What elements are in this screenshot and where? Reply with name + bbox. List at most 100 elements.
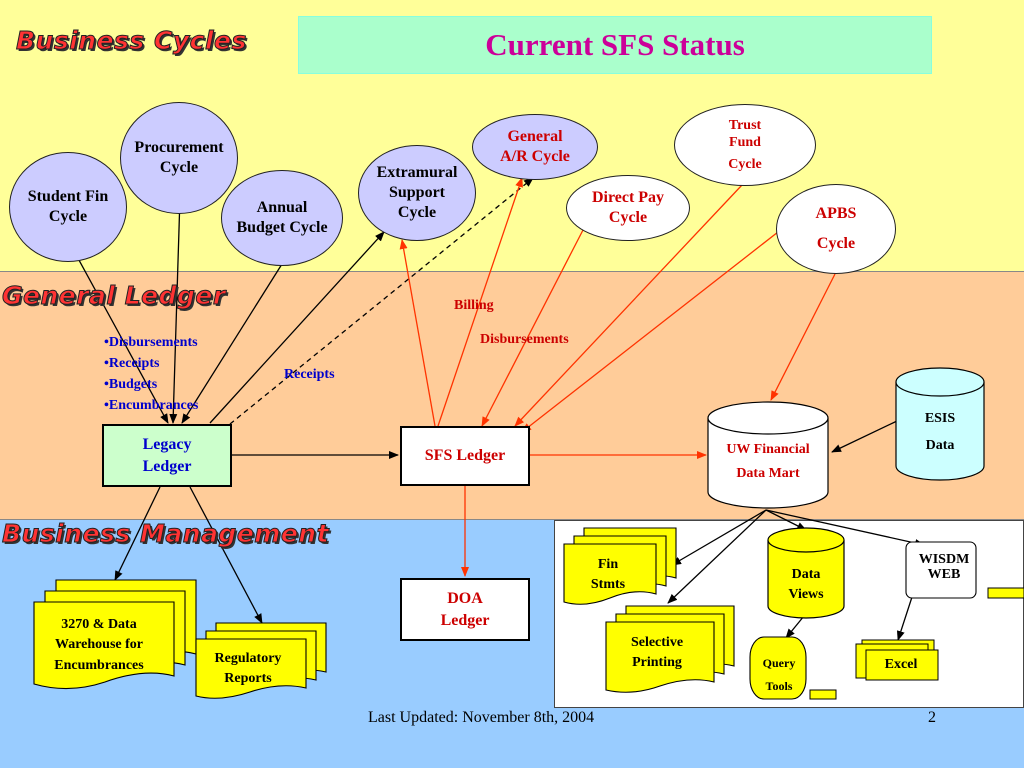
procurement-line2: Cycle bbox=[159, 159, 199, 176]
student-fin-cycle[interactable]: Student Fin Cycle bbox=[9, 152, 127, 262]
warehouse-line2: Warehouse for bbox=[54, 637, 143, 653]
esis-cylinder bbox=[895, 367, 985, 481]
student-fin-line2: Cycle bbox=[48, 208, 88, 225]
arrow-dataviews-to-query bbox=[785, 615, 805, 639]
excel-stack bbox=[855, 639, 939, 681]
direct-pay-line1: Direct Pay bbox=[591, 189, 665, 206]
data-views-label[interactable]: Data Views bbox=[768, 565, 844, 604]
general-ar-line1: General bbox=[507, 128, 563, 145]
band-title-business-cycles: Business Cycles bbox=[16, 26, 247, 56]
query-tools-label[interactable]: Query Tools bbox=[750, 652, 808, 698]
regulatory-label[interactable]: Regulatory Reports bbox=[196, 649, 300, 688]
apbs-cycle[interactable]: APBS Cycle bbox=[776, 184, 896, 274]
arrow-sfs-to-general-ar bbox=[437, 177, 523, 427]
selective-line2: Printing bbox=[632, 654, 682, 670]
arrow-mart-to-finstmts bbox=[671, 509, 767, 566]
band-title-business-management: Business Management bbox=[1, 519, 330, 549]
general-ar-cycle[interactable]: General A/R Cycle bbox=[472, 114, 598, 180]
fin-stmts-label[interactable]: Fin Stmts bbox=[564, 555, 652, 594]
annual-budget-line2: Budget Cycle bbox=[236, 219, 328, 236]
small-yellow-box-1 bbox=[809, 689, 837, 700]
esis-label[interactable]: ESIS Data bbox=[896, 406, 984, 459]
gl-list-item: •Disbursements bbox=[104, 335, 198, 350]
annual-budget-cycle[interactable]: Annual Budget Cycle bbox=[221, 170, 343, 266]
band-title-general-ledger: General Ledger bbox=[2, 281, 226, 311]
direct-pay-cycle[interactable]: Direct Pay Cycle bbox=[566, 175, 690, 241]
data-views-line2: Views bbox=[788, 586, 824, 602]
apbs-line1: APBS bbox=[815, 205, 857, 222]
page-title-box: Current SFS Status bbox=[298, 16, 932, 74]
trust-fund-line2: Fund bbox=[729, 135, 761, 151]
procurement-cycle[interactable]: Procurement Cycle bbox=[120, 102, 238, 214]
warehouse-line3: Encumbrances bbox=[54, 657, 144, 673]
uw-mart-label[interactable]: UW Financial Data Mart bbox=[708, 438, 828, 486]
arrow-legacy-to-regulatory bbox=[189, 486, 263, 624]
finstmts-doc-stack bbox=[563, 527, 677, 605]
arrow-legacy-to-general-ar bbox=[229, 177, 534, 425]
regulatory-line1: Regulatory bbox=[214, 651, 282, 666]
gl-list: •Disbursements •Receipts •Budgets •Encum… bbox=[104, 332, 198, 416]
gl-list-item: •Budgets bbox=[104, 377, 158, 392]
trust-fund-line3: Cycle bbox=[728, 156, 762, 172]
arrow-directpay-to-sfs bbox=[481, 229, 584, 427]
excel-label[interactable]: Excel bbox=[884, 657, 918, 672]
doa-ledger-line2: Ledger bbox=[440, 611, 490, 629]
sfs-ledger[interactable]: SFS Ledger bbox=[400, 426, 530, 486]
wisdm-box bbox=[905, 541, 977, 599]
receipts-label: Receipts bbox=[284, 367, 335, 382]
arrow-trustfund-to-sfs bbox=[514, 184, 743, 427]
arrow-procurement-to-legacy bbox=[169, 196, 181, 424]
wisdm-web-label[interactable]: WISDM WEB bbox=[906, 552, 982, 583]
selective-doc-stack bbox=[605, 605, 735, 693]
doa-ledger[interactable]: DOA Ledger bbox=[400, 578, 530, 641]
student-fin-line1: Student Fin bbox=[27, 188, 109, 205]
warehouse-line1: 3270 & Data bbox=[61, 617, 137, 632]
disbursements-label: Disbursements bbox=[480, 332, 569, 347]
wisdm-line2: WEB bbox=[927, 567, 961, 583]
extramural-line3: Cycle bbox=[397, 204, 437, 221]
arrow-esis-to-mart bbox=[831, 420, 898, 453]
arrow-mart-to-wisdm bbox=[765, 509, 925, 547]
wisdm-line1: WISDM bbox=[918, 552, 970, 567]
trust-fund-line1: Trust bbox=[728, 117, 762, 133]
uw-mart-cylinder bbox=[707, 401, 829, 509]
query-tools-box bbox=[749, 636, 807, 700]
procurement-line1: Procurement bbox=[134, 139, 224, 156]
fin-stmts-line2: Stmts bbox=[590, 576, 626, 592]
data-views-cylinder bbox=[767, 527, 845, 619]
uw-mart-line1: UW Financial bbox=[726, 442, 810, 457]
arrow-sfs-to-extramural bbox=[399, 239, 436, 427]
direct-pay-line2: Cycle bbox=[608, 209, 648, 226]
data-views-line1: Data bbox=[791, 567, 821, 582]
page-title: Current SFS Status bbox=[485, 27, 745, 62]
uw-mart-line2: Data Mart bbox=[736, 465, 800, 481]
arrow-apbs-to-sfs bbox=[521, 231, 779, 433]
arrow-mart-to-dataviews bbox=[765, 509, 807, 531]
extramural-line1: Extramural bbox=[376, 164, 458, 181]
fin-stmts-line1: Fin bbox=[597, 557, 619, 572]
billing-label: Billing bbox=[454, 298, 494, 313]
legacy-ledger-line1: Legacy bbox=[142, 435, 192, 453]
arrow-legacy-to-extramural bbox=[209, 231, 385, 424]
warehouse-doc-stack bbox=[33, 579, 197, 690]
gl-list-item: •Receipts bbox=[104, 356, 160, 371]
general-ar-line2: A/R Cycle bbox=[500, 148, 570, 165]
doa-ledger-line1: DOA bbox=[447, 589, 483, 607]
page-number: 2 bbox=[928, 709, 936, 726]
regulatory-doc-stack bbox=[195, 622, 327, 699]
warehouse-label[interactable]: 3270 & Data Warehouse for Encumbrances bbox=[34, 615, 164, 676]
extramural-support-cycle[interactable]: Extramural Support Cycle bbox=[358, 145, 476, 241]
arrow-legacy-to-warehouse bbox=[114, 486, 161, 581]
esis-line2: Data bbox=[925, 437, 955, 453]
trust-fund-cycle[interactable]: Trust Fund Cycle bbox=[674, 104, 816, 186]
arrow-mart-to-selective bbox=[667, 509, 767, 604]
legacy-ledger[interactable]: Legacy Ledger bbox=[102, 424, 232, 487]
last-updated-text: Last Updated: November 8th, 2004 bbox=[368, 709, 595, 726]
selective-printing-label[interactable]: Selective Printing bbox=[606, 633, 708, 672]
small-yellow-box-2 bbox=[987, 587, 1024, 599]
arrow-apbs-to-mart bbox=[770, 273, 836, 401]
gl-list-item: •Encumbrances bbox=[104, 398, 199, 413]
arrow-wisdm-to-excel bbox=[896, 596, 913, 641]
arrow-studentfin-to-legacy bbox=[67, 239, 169, 424]
